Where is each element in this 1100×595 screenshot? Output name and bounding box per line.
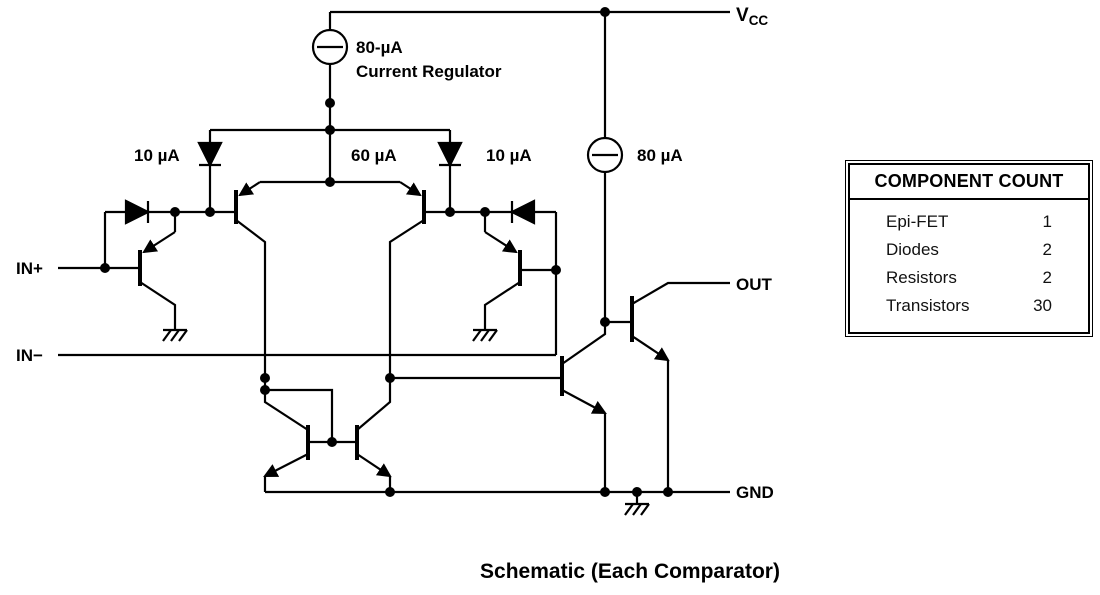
table-row: Transistors 30 [850,292,1088,320]
component-name: Epi-FET [886,212,949,231]
transistor-q7-driver [560,356,607,415]
regulator-name-label: Current Regulator [356,62,502,81]
table-row: Resistors 2 [850,264,1088,292]
diode-10ua-right [437,141,463,168]
junction-dots [100,7,673,497]
component-value: 1 [1042,212,1052,231]
component-count-title: COMPONENT COUNT [850,165,1088,200]
ground-symbol [161,328,189,343]
circuit-wires [58,10,730,504]
transistor-q5-mirror-left [263,425,310,477]
current-60ua-label: 60 µA [351,146,397,165]
current-source-80ua-symbol [586,136,624,174]
in-minus-label: IN− [16,346,43,365]
regulator-value-label: 80-µA [356,38,403,57]
diode-input-plus-clamp [124,199,151,225]
transistor-q4-input-minus [484,231,522,286]
component-value: 2 [1042,268,1052,287]
table-row: Epi-FET 1 [850,208,1088,236]
ground-symbol [471,328,499,343]
component-value: 30 [1033,296,1052,315]
vcc-label: VCC [736,5,768,28]
component-name: Diodes [886,240,939,259]
current-regulator-symbol [311,28,349,66]
in-plus-label: IN+ [16,259,43,278]
transistor-q1-input-plus [138,231,176,286]
diode-input-minus-clamp [509,199,536,225]
table-row: Diodes 2 [850,236,1088,264]
transistor-q3-tail-right [399,181,426,224]
ground-symbol [623,502,651,517]
transistor-q2-tail-left [234,181,261,224]
out-label: OUT [736,275,773,294]
component-name: Resistors [886,268,957,287]
component-value: 2 [1042,240,1052,259]
gnd-label: GND [736,483,774,502]
figure-caption: Schematic (Each Comparator) [480,560,780,583]
transistor-q8-output [630,296,670,362]
component-count-rows: Epi-FET 1 Diodes 2 Resistors 2 Transisto… [850,200,1088,332]
component-name: Transistors [886,296,970,315]
component-count-table: COMPONENT COUNT Epi-FET 1 Diodes 2 Resis… [845,160,1093,337]
diode-10ua-left [197,141,223,168]
current-80ua-label: 80 µA [637,146,683,165]
current-10ua-right-label: 10 µA [486,146,532,165]
transistor-q6-mirror-right [355,425,392,478]
current-10ua-left-label: 10 µA [134,146,180,165]
component-count-table-inner: COMPONENT COUNT Epi-FET 1 Diodes 2 Resis… [848,163,1090,334]
